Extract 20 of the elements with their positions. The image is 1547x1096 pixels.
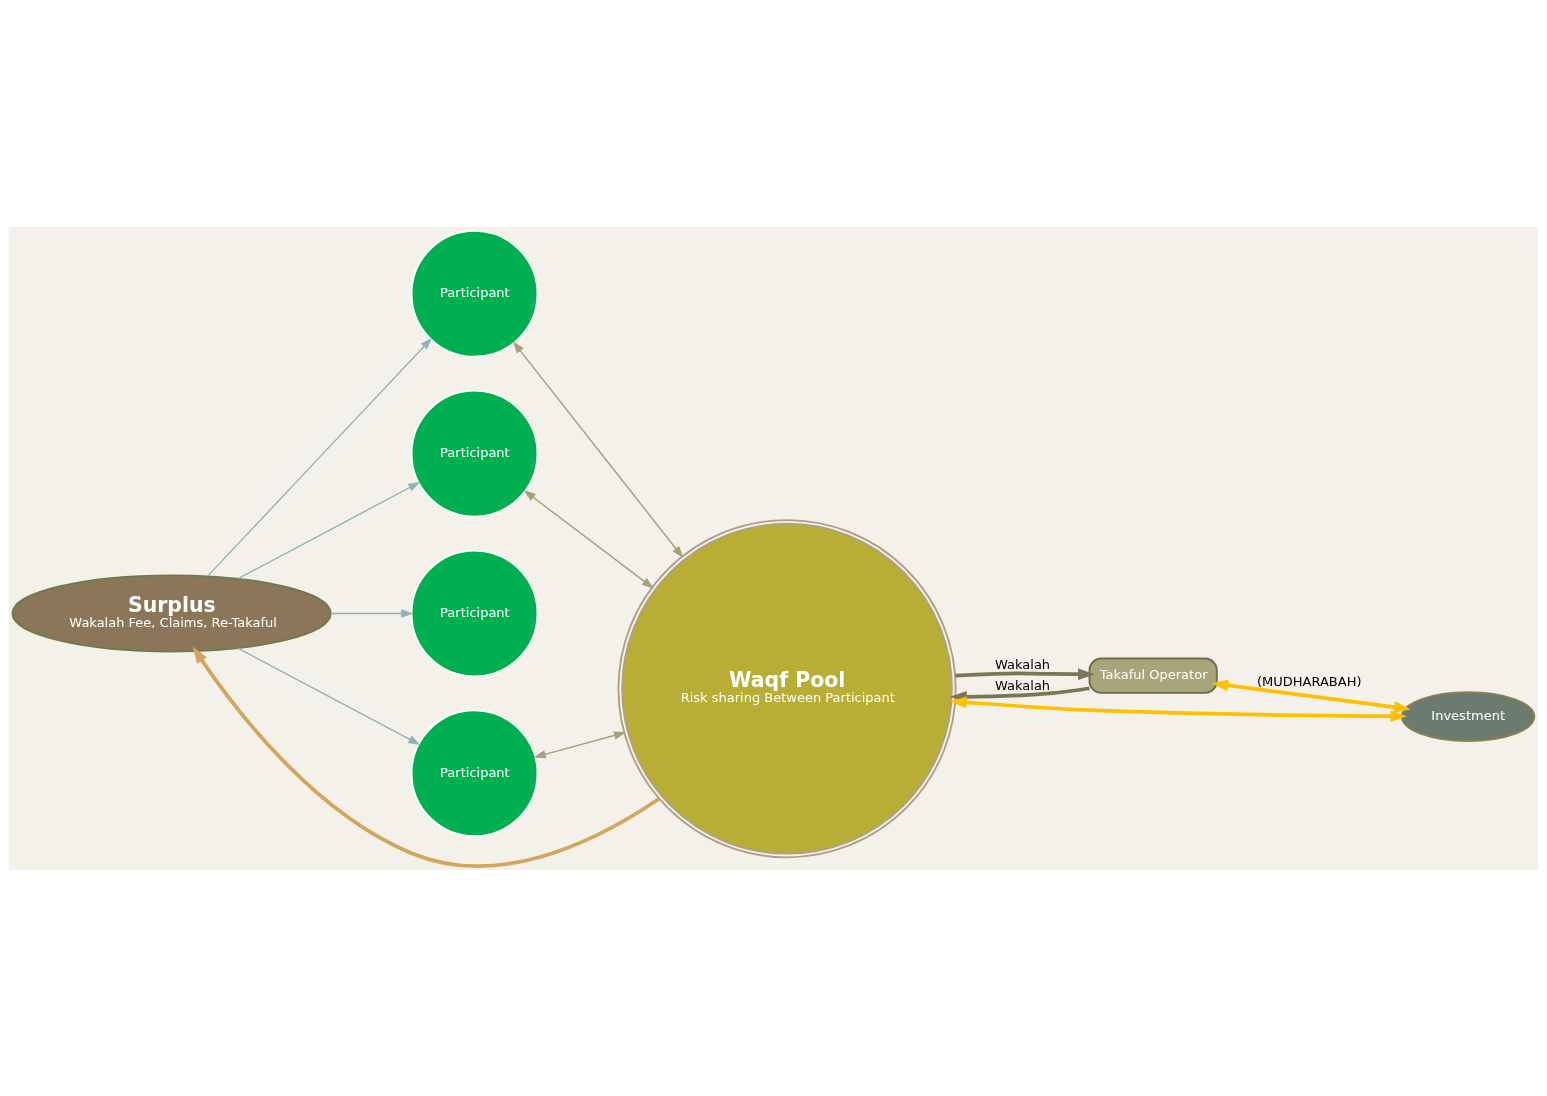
node-circle: Participant: [410, 708, 539, 837]
node-ellipse: Surplus Wakalah Fee, Claims, Re-Takaful: [11, 573, 332, 652]
arrow: [1211, 679, 1411, 713]
arrow: [533, 730, 627, 758]
node-ellipse: Investment: [1400, 690, 1536, 742]
arrow: [237, 481, 421, 579]
arrow: [955, 667, 1095, 680]
edge-label: (MUDHARABAH): [1256, 673, 1362, 689]
arrow: [237, 646, 421, 745]
arrow: [192, 646, 661, 868]
arrow: [949, 696, 1408, 722]
node-circle: Participant: [410, 229, 539, 358]
arrow: [330, 608, 414, 618]
edge-label: Wakalah: [995, 656, 1051, 672]
arrow: [206, 337, 433, 577]
arrow: [523, 489, 654, 589]
node-circle: Participant: [410, 549, 539, 677]
arrow: [512, 340, 684, 558]
node-box: Takaful Operator: [1088, 657, 1218, 694]
edge-label: Wakalah: [995, 677, 1051, 693]
